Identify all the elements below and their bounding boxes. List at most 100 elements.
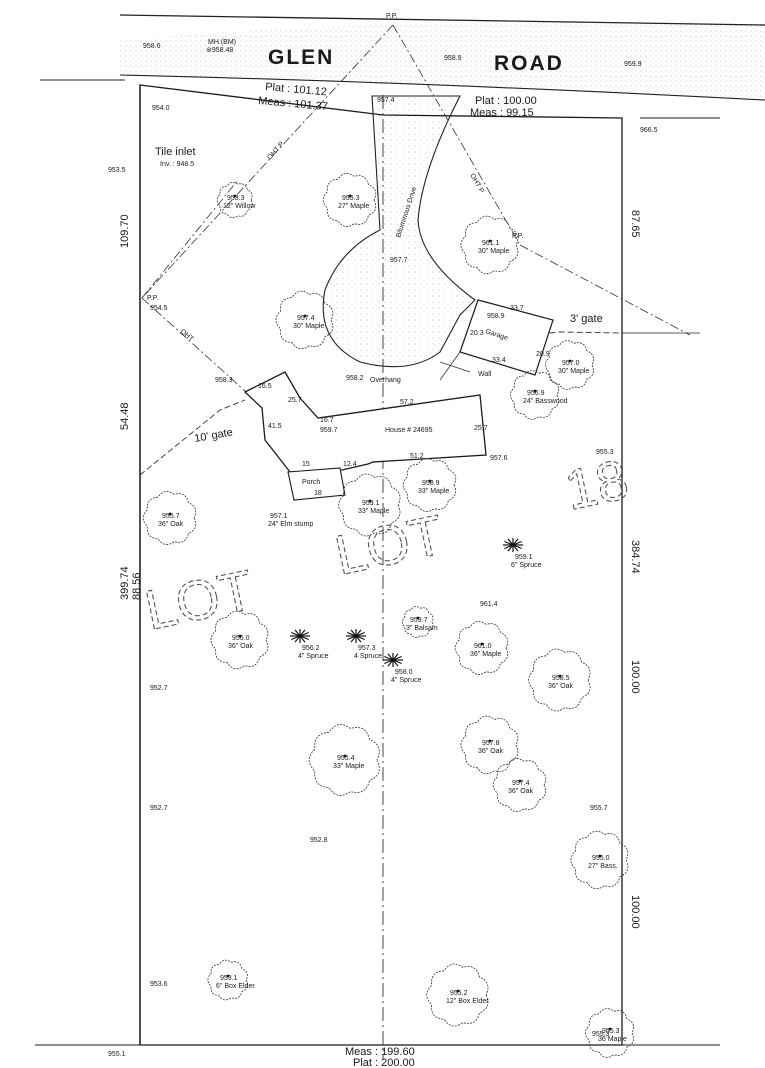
spruce-needle [512,544,519,552]
tree-elev: 958.5 [552,675,570,682]
manhole-label: MH.(BM) [208,39,236,46]
tree-elev: 957.0 [562,360,580,367]
house-dim: 16.5 [258,383,272,390]
tree: 957.030" Maple [544,340,594,390]
tree: 956.036" Oak [210,610,269,670]
house-dim: 25.7 [288,397,302,404]
right-dim-low: 100.00 [629,895,641,929]
tree-canopy [460,215,519,275]
tree-trunk-dot [348,194,352,198]
tree: 953.16" Box Elder [207,959,255,1001]
spruce-needle [392,653,399,661]
tree-canopy [544,340,594,390]
spot-elev: 961.4 [480,601,498,608]
tree-canopy [426,963,489,1027]
tree: 955.736" Oak [142,491,197,545]
spruce-needle [299,635,309,641]
spruce-needle [392,659,402,665]
spruce-needle [512,538,519,546]
spruce-needle [294,635,301,643]
tree-trunk-dot [226,974,230,978]
tree-trunk-dot [343,754,347,758]
spruce-elev: 959.1 [515,554,533,561]
tree-canopy [570,830,629,890]
tree-canopy [528,648,591,712]
left-dim-total: 399.74 [119,566,131,600]
corner-elevations: 954.0 953.5 966.5 955.3 955.1 955.7 952.… [108,105,658,1058]
lot-boundary [139,84,623,1046]
porch-dim: 15 [302,461,310,468]
tree-elev: 957.4 [512,780,530,787]
spruce: 957.34 Spruce [346,629,382,660]
spot-elev: 958.3 [215,377,233,384]
lot-title-number: 18 [559,447,633,522]
right-dim-mid: 100.00 [629,660,641,694]
tree-canopy [338,473,401,537]
tree-trunk-dot [480,642,484,646]
tree-elev: 956.0 [232,635,250,642]
tree: 955.336 Maple [584,1008,634,1058]
tree-trunk-dot [416,616,420,620]
tree: 953.312" Willow [216,181,256,219]
spruce-needle [512,540,522,546]
tree-label: 30" Maple [293,323,324,330]
tree-label: 30" Maple [558,368,589,375]
tree-canopy [275,290,334,350]
garage-dim: 20.3 [470,330,484,337]
tree-elev: 959.1 [362,500,380,507]
spruce-elev: 957.3 [358,645,376,652]
oht-label: OHT P [468,173,485,195]
tree-trunk-dot [568,359,572,363]
tree: 957.836" Oak [460,715,519,775]
tree-trunk-dot [238,634,242,638]
garage-dim: 20.9 [536,351,550,358]
tree-elev: 957.4 [297,315,315,322]
fence-line [139,399,246,476]
spruce-label: 4 Spruce [354,653,382,660]
tree-trunk-dot [558,674,562,678]
tree-trunk-dot [168,512,172,516]
stump-elev: 957.1 [270,513,288,520]
tree-label: 24" Basswood [523,398,568,405]
tree-trunk-dot [488,739,492,743]
tree-label: 27" Maple [338,203,369,210]
tree-label: 36" Maple [470,651,501,658]
stump-label: 24" Elm stump [268,521,313,528]
tree-elev: 958.9 [422,480,440,487]
tree-trunk-dot [518,779,522,783]
garage-dim: 33.4 [492,357,506,364]
tree-canopy [401,606,434,638]
tree-canopy [509,370,559,420]
tree-trunk-dot [488,239,492,243]
garage-elev: 958.9 [487,313,505,320]
svg-text:955.3: 955.3 [592,1031,610,1038]
lot-title-word: LOT [139,557,259,641]
house-dim: 57.2 [400,399,414,406]
gate-label: 3' gate [570,313,603,325]
spruce-needle [291,631,301,637]
meas-left: Meas : 101.37 [258,95,328,113]
spruce-needle [355,635,362,643]
tree-elev: 955.0 [592,855,610,862]
tree-elev: 955.3 [602,1028,620,1035]
tree-canopy [216,181,253,219]
tree-trunk-dot [233,194,237,198]
wall-label: Wall [478,371,492,378]
tree-label: 36 Maple [598,1036,627,1043]
spruce-needle [387,653,394,661]
tree: 956.924" Basswood [509,370,568,420]
left-dim-total-b: 88.56 [131,572,143,600]
tree-label: 36" Oak [228,643,254,650]
spruce: 959.16" Spruce [503,538,542,569]
spruce-needle [355,635,365,641]
spruce-elev: 956.2 [302,645,320,652]
tree-trunk-dot [598,854,602,858]
left-dim-upper: 109.70 [119,214,131,248]
road-elev: 958.9 [444,55,462,62]
power-pole-elev: 954.5 [150,305,168,312]
tree-label: 33" Maple [418,488,449,495]
house-elev: 959.7 [320,427,338,434]
tree: 961.036" Maple [454,621,509,675]
